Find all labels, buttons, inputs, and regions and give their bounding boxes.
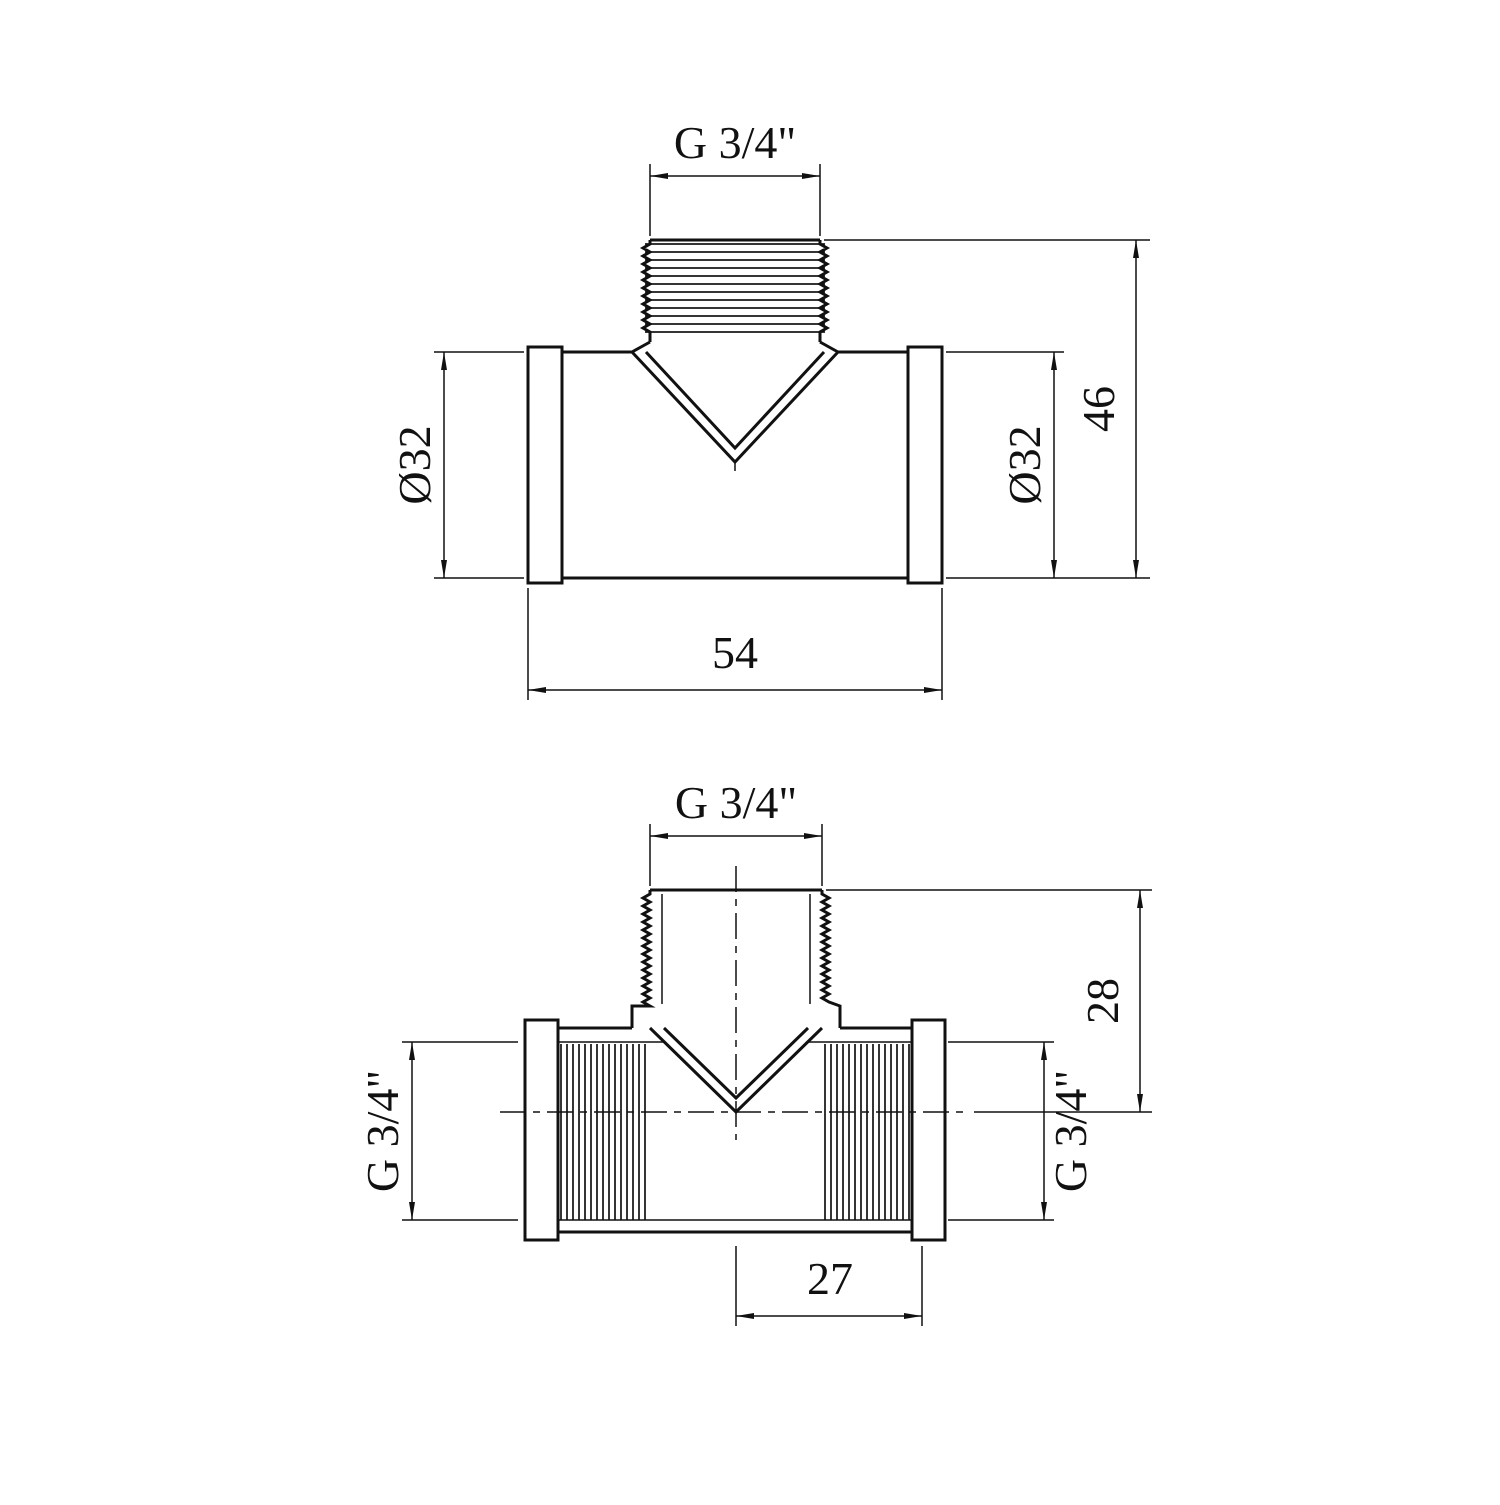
front-left-diameter-label: Ø32 <box>389 425 440 504</box>
front-dim-left-diameter: Ø32 <box>389 351 524 579</box>
section-view: G 3/4" G 3/4" G 3/4" 28 27 <box>357 777 1152 1326</box>
front-view: G 3/4" Ø32 Ø32 46 54 <box>389 117 1150 700</box>
section-centerlines <box>500 866 970 1140</box>
section-dim-half-width: 27 <box>735 1246 923 1326</box>
front-width-label: 54 <box>712 627 758 678</box>
section-left-thread-label: G 3/4" <box>357 1070 408 1192</box>
front-branch-outline <box>631 238 839 354</box>
section-dim-top-thread: G 3/4" <box>649 777 823 886</box>
section-dim-branch-height: 28 <box>826 889 1152 1113</box>
front-branch-thread-hatching <box>645 242 825 334</box>
front-left-socket-face <box>526 345 564 585</box>
section-funnel-inner <box>662 1026 810 1101</box>
front-height-label: 46 <box>1073 386 1124 432</box>
front-body-outline <box>526 345 944 585</box>
front-right-diameter-label: Ø32 <box>999 425 1050 504</box>
front-dim-top-thread: G 3/4" <box>649 117 821 236</box>
section-branch-height-label: 28 <box>1077 978 1128 1024</box>
section-right-thread-label: G 3/4" <box>1045 1070 1096 1192</box>
front-right-socket-face <box>906 345 944 585</box>
front-dim-width: 54 <box>527 588 943 700</box>
front-dim-right-diameter: Ø32 <box>946 351 1064 578</box>
section-left-socket-face <box>523 1018 560 1242</box>
section-half-width-label: 27 <box>807 1253 853 1304</box>
section-right-socket-face <box>910 1018 947 1242</box>
section-dim-right-thread: G 3/4" <box>948 1041 1096 1221</box>
section-dim-left-thread: G 3/4" <box>357 1041 518 1221</box>
front-top-thread-label: G 3/4" <box>674 117 796 168</box>
front-funnel-inner <box>644 350 826 451</box>
section-left-thread-hatching <box>560 1044 650 1220</box>
section-right-thread-hatching <box>822 1044 912 1220</box>
section-top-thread-label: G 3/4" <box>675 777 797 828</box>
front-dim-height: 46 <box>824 239 1150 579</box>
